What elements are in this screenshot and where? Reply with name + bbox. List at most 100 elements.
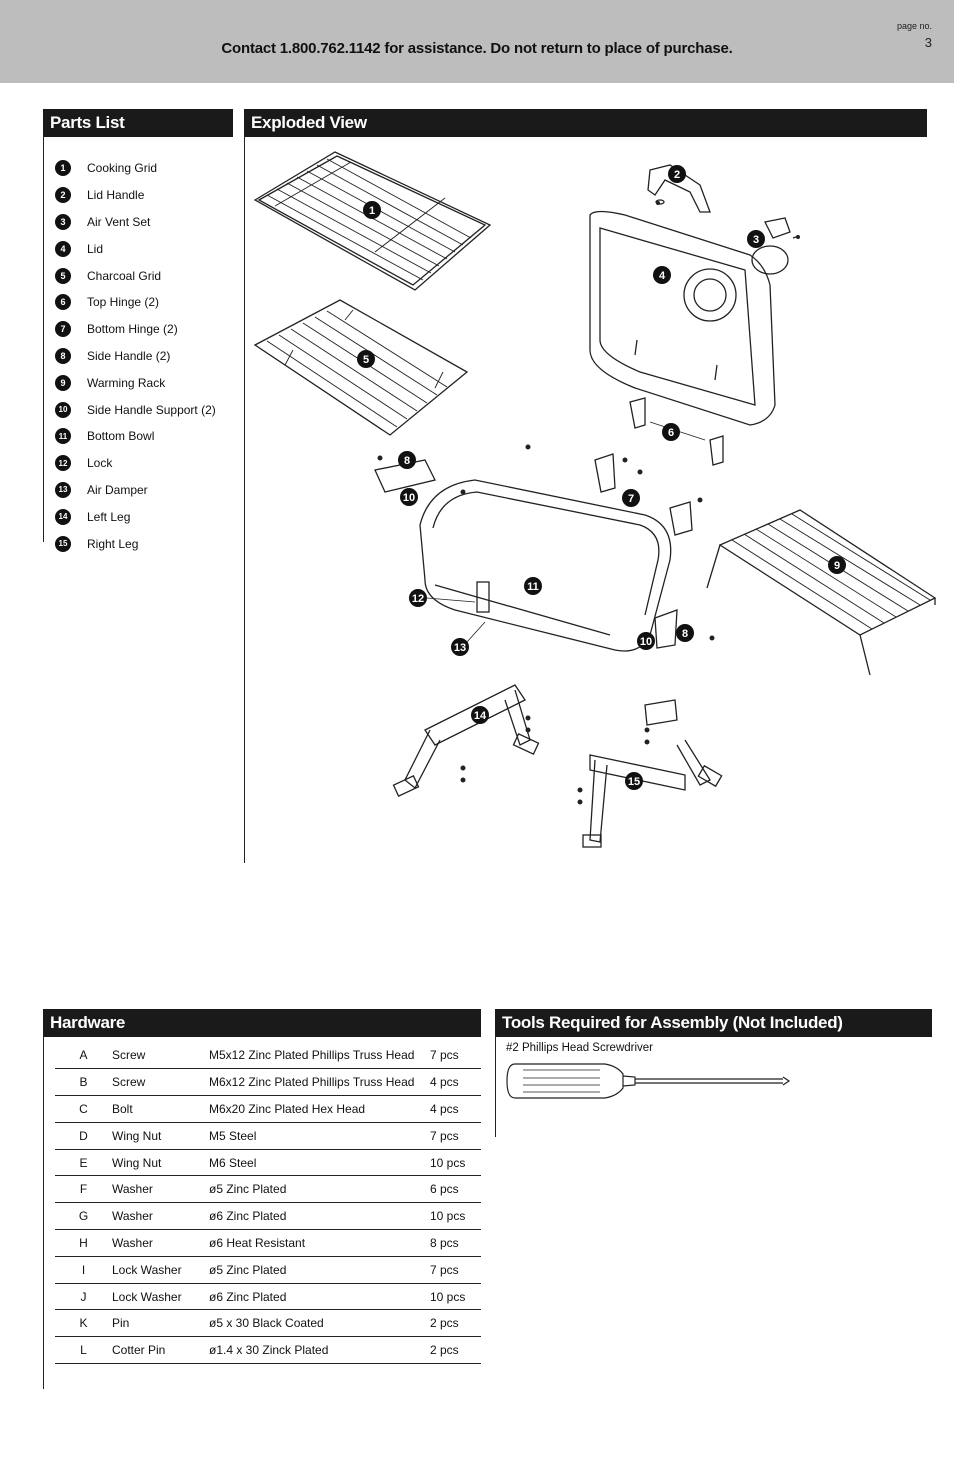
- parts-list-title: Parts List: [43, 109, 233, 137]
- hardware-spec: ø6 Heat Resistant: [209, 1229, 430, 1257]
- hardware-quantity: 7 pcs: [430, 1042, 481, 1070]
- hardware-name: Cotter Pin: [112, 1336, 209, 1365]
- part-label: Left Leg: [87, 509, 131, 524]
- part-number-badge: 7: [55, 321, 71, 338]
- svg-text:8: 8: [682, 628, 688, 640]
- part-label: Right Leg: [87, 536, 139, 551]
- hardware-spec: ø6 Zinc Plated: [209, 1283, 430, 1311]
- part-label: Air Vent Set: [87, 214, 151, 229]
- part-label: Lid: [87, 241, 104, 256]
- part-number-badge: 2: [55, 187, 71, 204]
- hardware-quantity: 7 pcs: [430, 1256, 481, 1284]
- part-label: Warming Rack: [87, 375, 166, 390]
- svg-text:13: 13: [454, 642, 466, 654]
- hardware-name: Wing Nut: [112, 1122, 209, 1150]
- part-label: Lid Handle: [87, 188, 145, 203]
- hardware-quantity: 10 pcs: [430, 1283, 481, 1311]
- hardware-name: Washer: [112, 1229, 209, 1257]
- svg-text:10: 10: [640, 636, 652, 648]
- hardware-letter: E: [55, 1149, 112, 1177]
- part-label: Charcoal Grid: [87, 268, 162, 283]
- hardware-quantity: 4 pcs: [430, 1095, 481, 1123]
- part-label: Side Handle (2): [87, 348, 171, 363]
- part-number-badge: 9: [55, 374, 71, 391]
- hardware-name: Washer: [112, 1202, 209, 1231]
- exploded-view-title: Exploded View: [244, 109, 927, 137]
- callout-10b: 10: [637, 632, 655, 650]
- side-handle-drawing-2: [654, 609, 678, 649]
- callout-6: 6: [662, 423, 680, 441]
- part-number-badge: 12: [55, 455, 71, 472]
- hardware-name: Lock Washer: [112, 1283, 209, 1311]
- screwdriver-icon: [506, 1063, 791, 1099]
- part-number-badge: 14: [55, 508, 71, 525]
- hardware-letter: D: [55, 1122, 112, 1150]
- hardware-quantity: 4 pcs: [430, 1068, 481, 1097]
- part-number-badge: 13: [55, 481, 71, 498]
- hardware-letter: B: [55, 1068, 112, 1097]
- parts-list-item: 14 Left Leg: [55, 503, 216, 530]
- part-number-badge: 10: [55, 401, 71, 418]
- hardware-quantity: 10 pcs: [430, 1149, 481, 1177]
- hardware-letter: H: [55, 1229, 112, 1257]
- parts-list-item: 11 Bottom Bowl: [55, 423, 216, 450]
- part-number-badge: 1: [55, 160, 71, 177]
- hardware-spec: ø5 x 30 Black Coated: [209, 1309, 430, 1338]
- parts-list-item: 15 Right Leg: [55, 530, 216, 557]
- hardware-rule: [43, 1037, 44, 1389]
- callout-13: 13: [451, 638, 469, 656]
- exploded-view-rule: [244, 137, 245, 863]
- top-hinge-drawing-2: [709, 435, 724, 466]
- hardware-quantity: 7 pcs: [430, 1122, 481, 1150]
- hardware-letter: F: [55, 1175, 112, 1204]
- svg-text:2: 2: [674, 169, 680, 181]
- part-label: Cooking Grid: [87, 161, 158, 176]
- part-number-badge: 3: [55, 213, 71, 230]
- tools-title: Tools Required for Assembly (Not Include…: [495, 1009, 932, 1037]
- callout-5: 5: [357, 350, 375, 368]
- part-number-badge: 11: [55, 428, 71, 445]
- hardware-spec: ø6 Zinc Plated: [209, 1202, 430, 1231]
- part-number-badge: 15: [55, 535, 71, 552]
- hardware-name: Bolt: [112, 1095, 209, 1123]
- hardware-letter: I: [55, 1256, 112, 1284]
- hardware-quantity: 6 pcs: [430, 1175, 481, 1204]
- tool-name: #2 Phillips Head Screwdriver: [506, 1042, 654, 1054]
- callout-1: 1: [363, 201, 381, 219]
- cooking-grid-drawing: [253, 151, 492, 291]
- svg-text:10: 10: [403, 492, 415, 504]
- charcoal-grid-drawing: [253, 299, 469, 436]
- right-leg-drawing: [582, 699, 723, 848]
- callout-11: 11: [524, 577, 542, 595]
- parts-list-item: 2 Lid Handle: [55, 182, 216, 209]
- page-number: 3: [924, 35, 932, 50]
- hardware-quantity: 2 pcs: [430, 1309, 481, 1338]
- callout-14: 14: [471, 706, 489, 724]
- callout-4: 4: [653, 266, 671, 284]
- part-label: Bottom Bowl: [87, 429, 155, 444]
- callout-8b: 8: [676, 624, 694, 642]
- svg-text:1: 1: [369, 205, 375, 217]
- hardware-quantity: 10 pcs: [430, 1202, 481, 1231]
- hardware-quantity: 8 pcs: [430, 1229, 481, 1257]
- svg-text:14: 14: [474, 710, 487, 722]
- callout-3: 3: [747, 230, 765, 248]
- bottom-hinge-drawing-2: [669, 501, 693, 536]
- hardware-title: Hardware: [43, 1009, 481, 1037]
- hardware-letter: L: [55, 1336, 112, 1365]
- hardware-spec: ø5 Zinc Plated: [209, 1175, 430, 1204]
- parts-list-item: 3 Air Vent Set: [55, 209, 216, 236]
